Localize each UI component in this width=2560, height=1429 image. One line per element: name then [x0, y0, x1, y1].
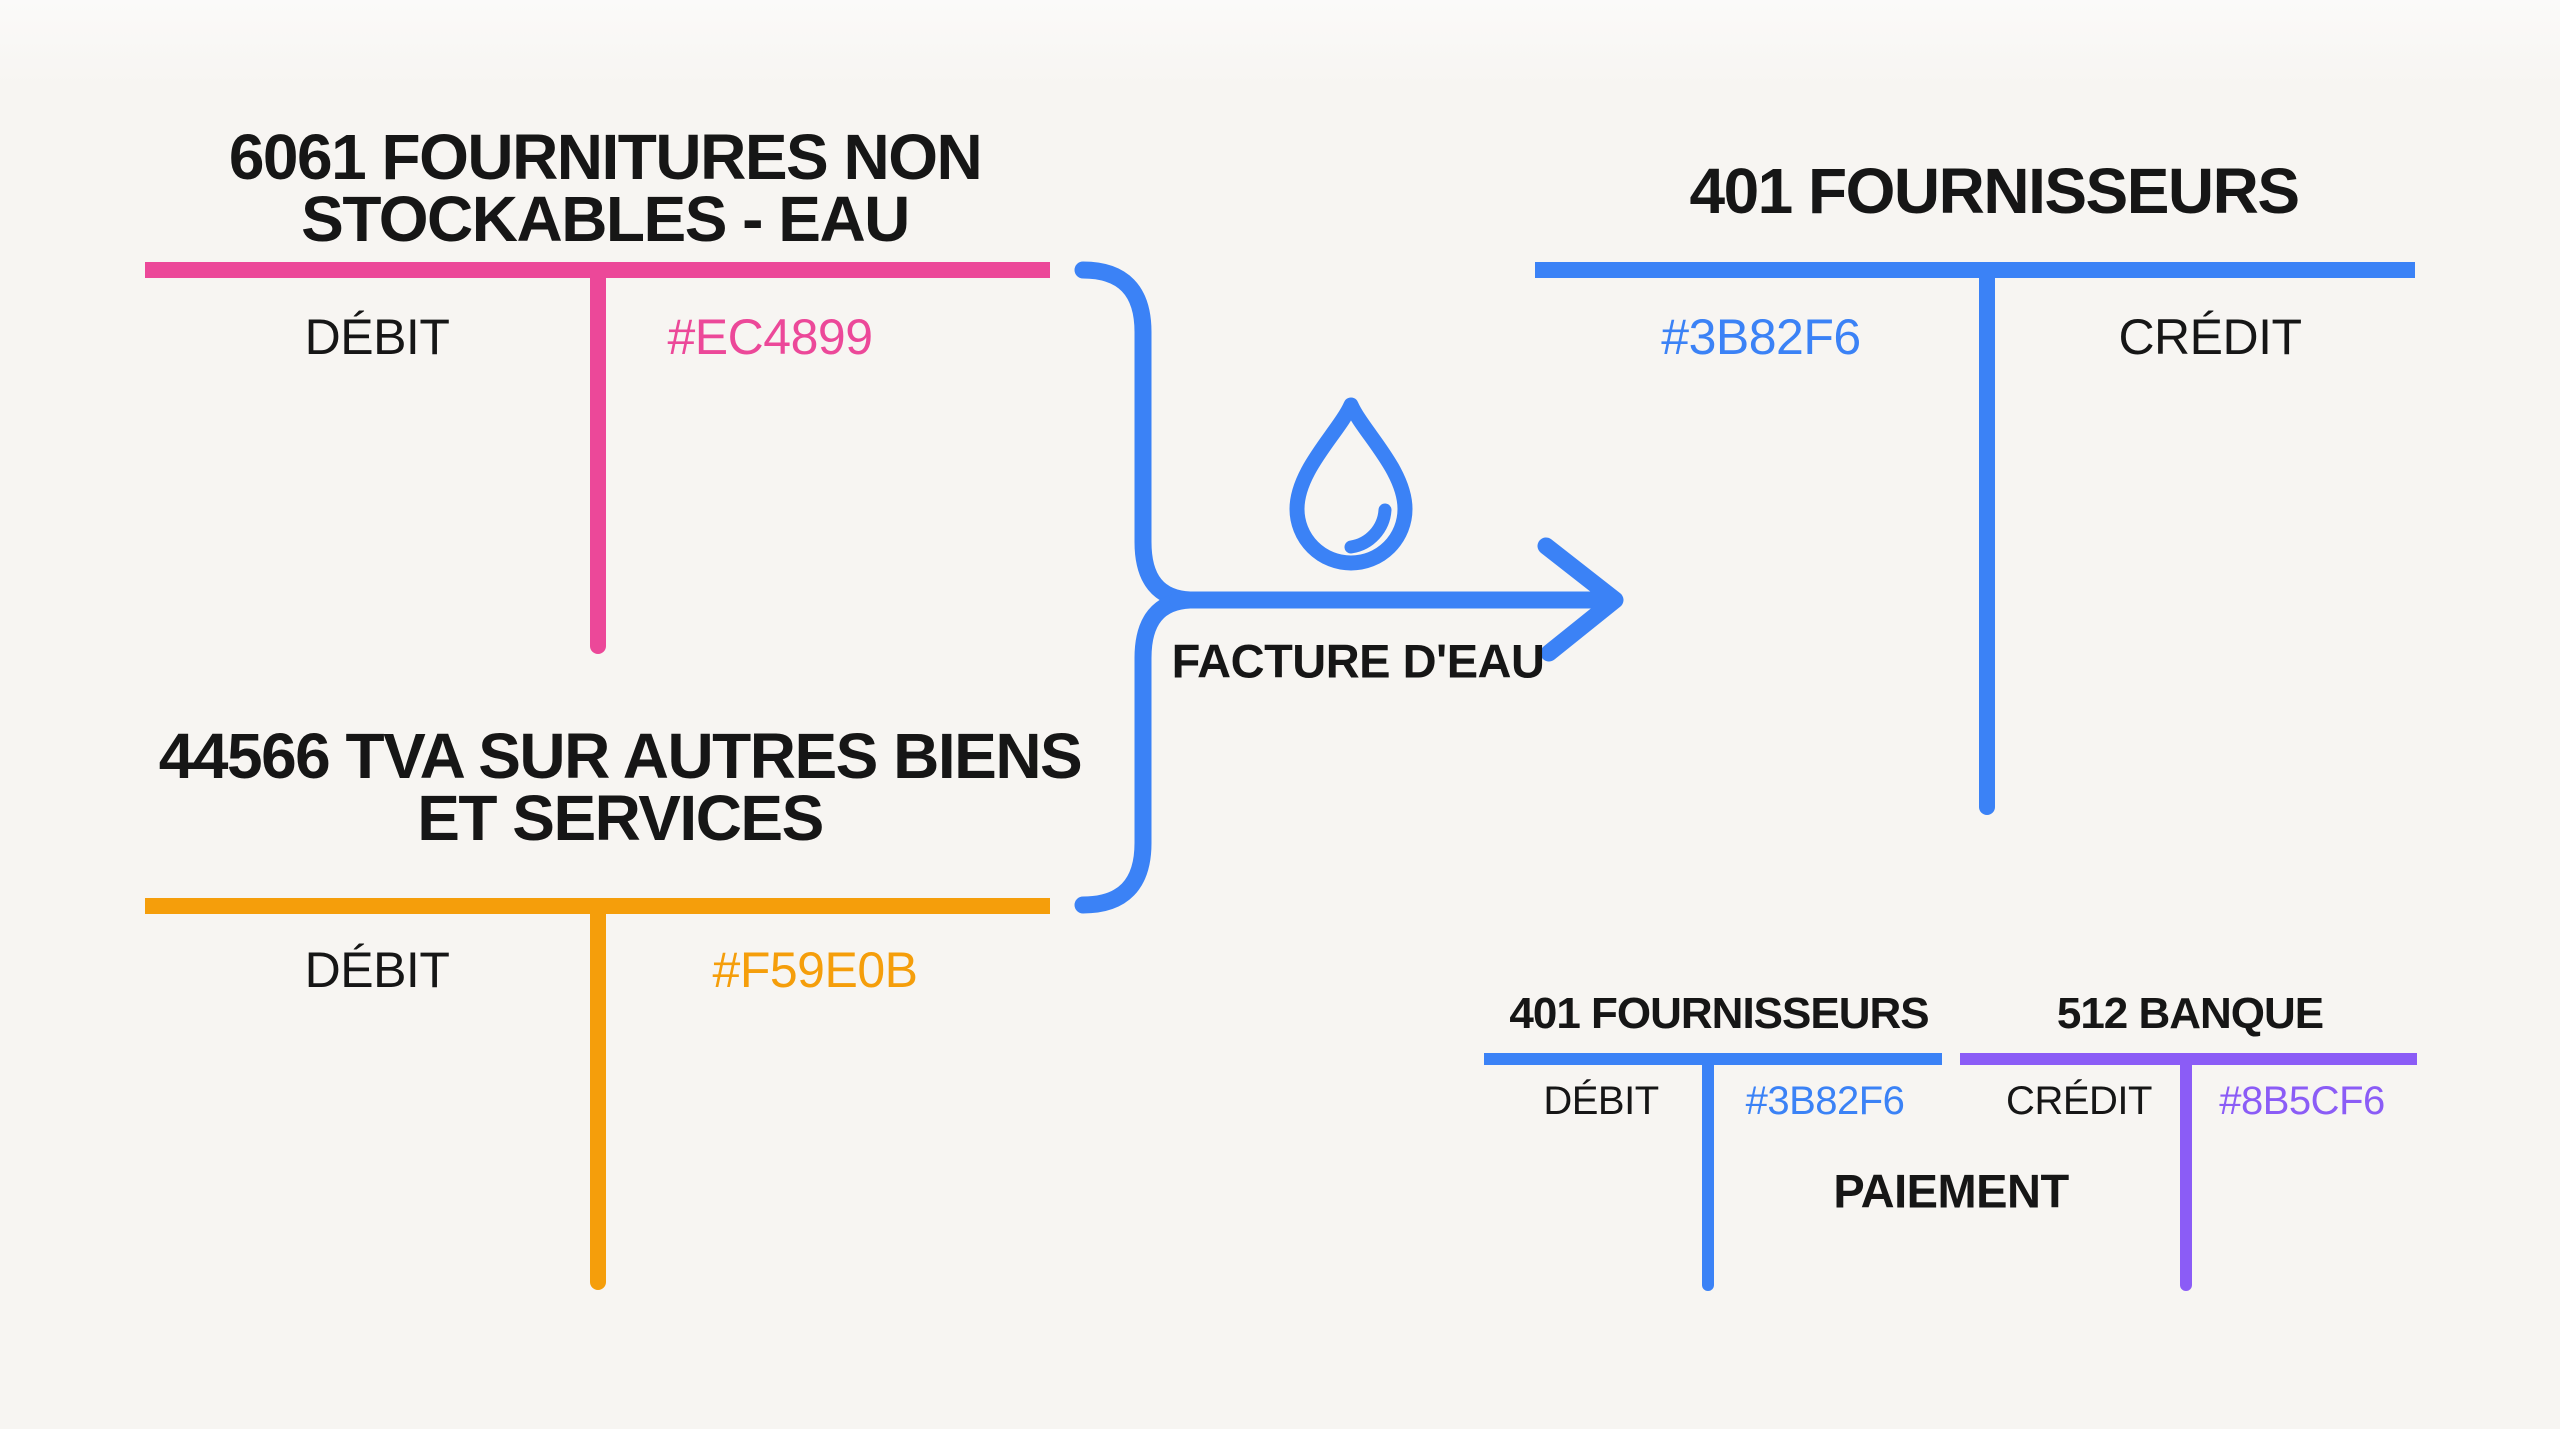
account-401-stem	[1979, 262, 1995, 815]
account-6061-title-line2: STOCKABLES - EAU	[301, 183, 910, 255]
account-44566-debit-label: DÉBIT	[304, 942, 450, 998]
account-6061-title-line1: 6061 FOURNITURES NON	[228, 121, 983, 193]
account-6061-debit-label: DÉBIT	[304, 309, 450, 365]
water-drop-shine	[1344, 503, 1392, 554]
account-44566-title-line2: ET SERVICES	[417, 782, 824, 854]
payment-account-512-credit-label: CRÉDIT	[2006, 1079, 2152, 1123]
payment-account-401-stem	[1702, 1053, 1714, 1291]
bracket-bottom-hook	[1074, 591, 1199, 914]
account-401-top-bar	[1535, 262, 2415, 278]
invoice-flow-label: FACTURE D'EAU	[1171, 634, 1545, 688]
arrow-head-icon	[1537, 537, 1624, 662]
payment-account-401-title: 401 FOURNISSEURS	[1509, 989, 1929, 1038]
payment-account-512-title: 512 BANQUE	[2056, 989, 2324, 1038]
account-44566-color-label: #F59E0B	[712, 942, 918, 998]
payment-account-401-debit-label: DÉBIT	[1543, 1079, 1659, 1123]
account-6061-stem	[590, 262, 606, 654]
account-44566-title-line1: 44566 TVA SUR AUTRES BIENS	[158, 720, 1083, 792]
payment-label: PAIEMENT	[1833, 1164, 2069, 1218]
account-401-title: 401 FOURNISSEURS	[1689, 155, 2300, 227]
account-401-credit-label: CRÉDIT	[2118, 309, 2302, 365]
payment-account-512-color-label: #8B5CF6	[2219, 1079, 2385, 1123]
account-6061-color-label: #EC4899	[667, 309, 874, 365]
account-401-color-label: #3B82F6	[1661, 309, 1861, 365]
water-drop-icon	[1289, 397, 1413, 571]
account-44566-stem	[590, 898, 606, 1290]
payment-account-401-color-label: #3B82F6	[1745, 1079, 1905, 1123]
bracket-top-hook	[1074, 261, 1199, 609]
payment-account-512-stem	[2180, 1053, 2192, 1291]
